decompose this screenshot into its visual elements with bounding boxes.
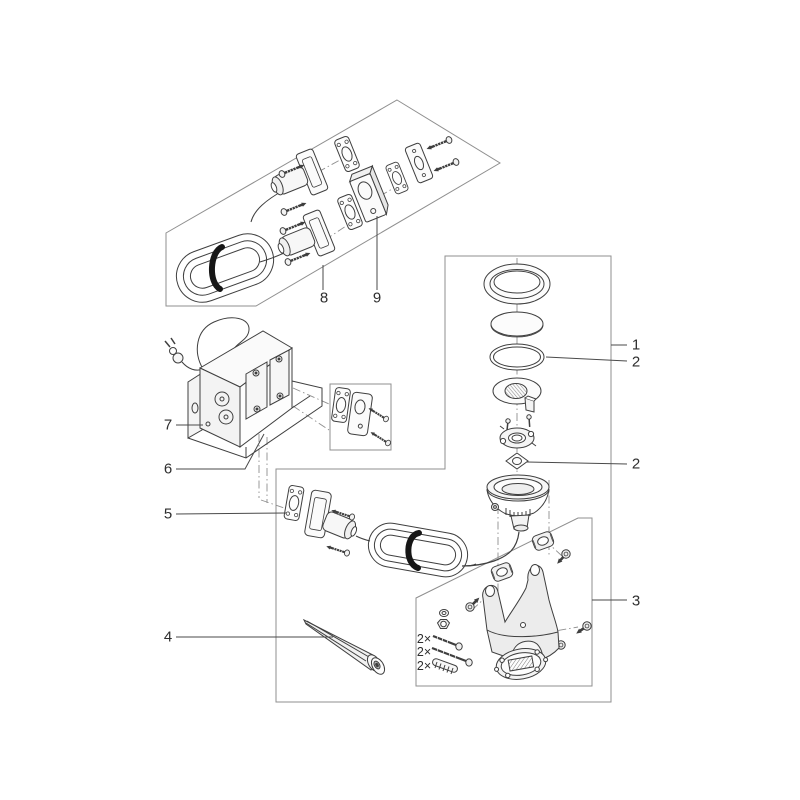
box-light-unit-1	[275, 255, 612, 703]
bracket-base-cover	[494, 648, 549, 680]
transformer-7	[164, 317, 323, 459]
ground-stake-4	[302, 618, 386, 675]
knob-screw	[462, 594, 483, 615]
light-head-stack	[483, 263, 551, 470]
part-label-2x-10: 2×	[416, 632, 432, 646]
connection-cable-5	[283, 484, 477, 578]
part-label-8-8: 8	[319, 289, 329, 307]
power-cord	[196, 317, 250, 370]
part-label-1-0: 1	[631, 336, 641, 354]
cable-tie-8	[209, 244, 225, 292]
lamp-holder-clamp	[499, 425, 537, 449]
clamp-shell-lower	[489, 561, 515, 583]
part-label-3-3: 3	[631, 592, 641, 610]
enclosure-boxes	[165, 99, 612, 703]
wall-anchor	[432, 658, 458, 675]
gasket-upper	[333, 134, 361, 174]
knob-screw	[573, 618, 595, 638]
lag-screw	[432, 634, 463, 651]
cable-kit-8	[175, 134, 462, 303]
o-ring-2	[489, 343, 545, 371]
box-cable-kit-8	[165, 99, 501, 307]
part-label-2x-12: 2×	[416, 659, 432, 673]
trim-ring	[483, 263, 551, 305]
transformer-base-6	[187, 372, 323, 459]
cable-plug-lower	[270, 208, 337, 271]
lag-screw-long	[431, 646, 473, 667]
lens-disc	[490, 311, 544, 338]
part-label-5-5: 5	[163, 505, 173, 523]
clamp-shell-upper	[530, 530, 556, 552]
part-label-9-9: 9	[372, 289, 382, 307]
leader-lines	[175, 216, 628, 638]
box-connector-6	[329, 383, 392, 451]
cable-coil-8	[175, 233, 275, 303]
part-label-2-1: 2	[631, 353, 641, 371]
connector-housing-6	[347, 391, 373, 437]
cable-gland-5	[322, 511, 358, 540]
flat-seal-2	[505, 452, 529, 470]
gasket-end	[384, 160, 410, 196]
part-label-4-4: 4	[163, 628, 173, 646]
lamp-body	[461, 474, 550, 567]
cable-plug-upper	[263, 147, 330, 210]
part-label-2-2: 2	[631, 455, 641, 473]
connector-kit-6	[330, 386, 393, 448]
washer	[439, 609, 449, 617]
bracket-kit-3	[431, 530, 595, 680]
part-label-7-7: 7	[163, 416, 173, 434]
knob-screw	[553, 546, 574, 568]
connector-block-9	[348, 164, 389, 223]
part-label-2x-11: 2×	[416, 645, 432, 659]
hex-nut	[436, 619, 451, 629]
cable-coil-5	[367, 522, 469, 578]
reflector-insert	[492, 377, 542, 413]
box-bracket-kit-3	[415, 517, 593, 687]
cable-tie-5	[405, 530, 422, 571]
part-label-6-6: 6	[163, 460, 173, 478]
